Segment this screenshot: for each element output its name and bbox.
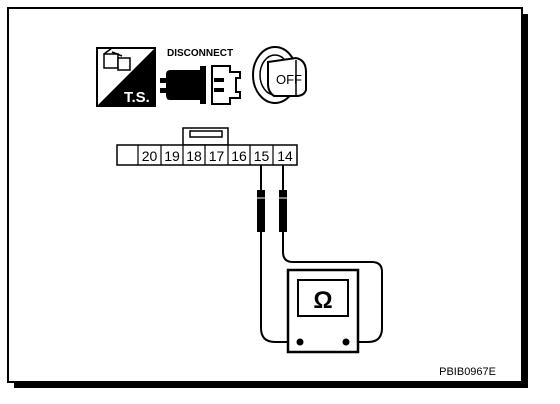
pin-label: 18 [186, 148, 202, 164]
ts-icon: T.S. [96, 47, 156, 107]
figure-code: PBIB0967E [439, 366, 496, 378]
ignition-off-label: OFF [276, 72, 302, 87]
probe-left [257, 190, 265, 232]
connector: 20 19 18 17 16 15 14 [116, 127, 298, 166]
pin-label: 15 [254, 148, 270, 164]
pin-label: 16 [231, 148, 247, 164]
disconnect-icon: DISCONNECT [160, 48, 241, 105]
test-leads [260, 165, 383, 343]
probe-right [279, 190, 287, 232]
pin-label: 19 [164, 148, 180, 164]
pin-label: 17 [209, 148, 225, 164]
disconnect-label: DISCONNECT [167, 48, 233, 59]
ohmmeter: Ω [286, 268, 360, 354]
ts-label: T.S. [124, 89, 150, 106]
ignition-off-icon: OFF [252, 46, 307, 104]
pin-label: 20 [142, 148, 158, 164]
pin-label: 14 [277, 148, 293, 164]
ohm-symbol: Ω [313, 287, 332, 314]
